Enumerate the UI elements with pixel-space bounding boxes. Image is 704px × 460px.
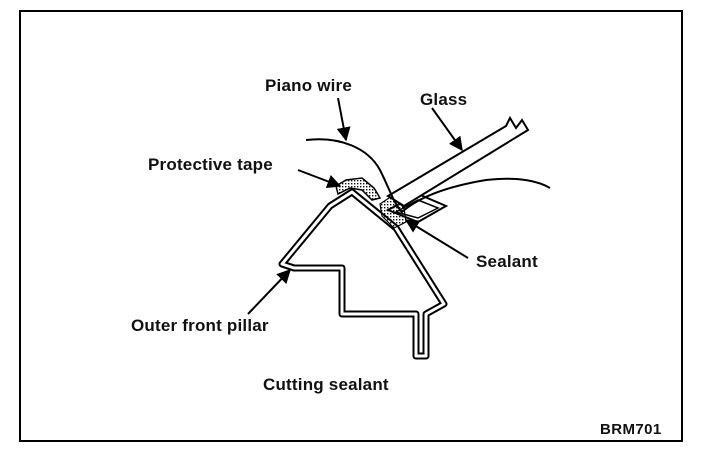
piano-wire-arrow <box>336 97 351 142</box>
glass-shape <box>386 115 530 208</box>
label-cutting-sealant: Cutting sealant <box>263 375 389 394</box>
protective-tape-arrow <box>297 169 342 189</box>
protective-tape-shape <box>335 177 382 201</box>
label-glass: Glass <box>420 90 468 109</box>
diagram-frame: Piano wire Glass Protective tape Sealant… <box>19 10 683 442</box>
piano-wire-shape <box>305 138 551 214</box>
sealant-arrow <box>404 219 469 259</box>
label-outer-front-pillar: Outer front pillar <box>131 316 269 335</box>
glass-arrow <box>431 107 463 152</box>
figure-code: BRM701 <box>600 421 662 438</box>
glass-flange-inner <box>394 199 440 219</box>
label-sealant: Sealant <box>476 252 538 271</box>
outer-front-pillar-arrow <box>247 268 291 315</box>
label-protective-tape: Protective tape <box>148 155 273 174</box>
label-piano-wire: Piano wire <box>265 76 353 95</box>
outer-front-pillar-inner <box>280 190 446 358</box>
